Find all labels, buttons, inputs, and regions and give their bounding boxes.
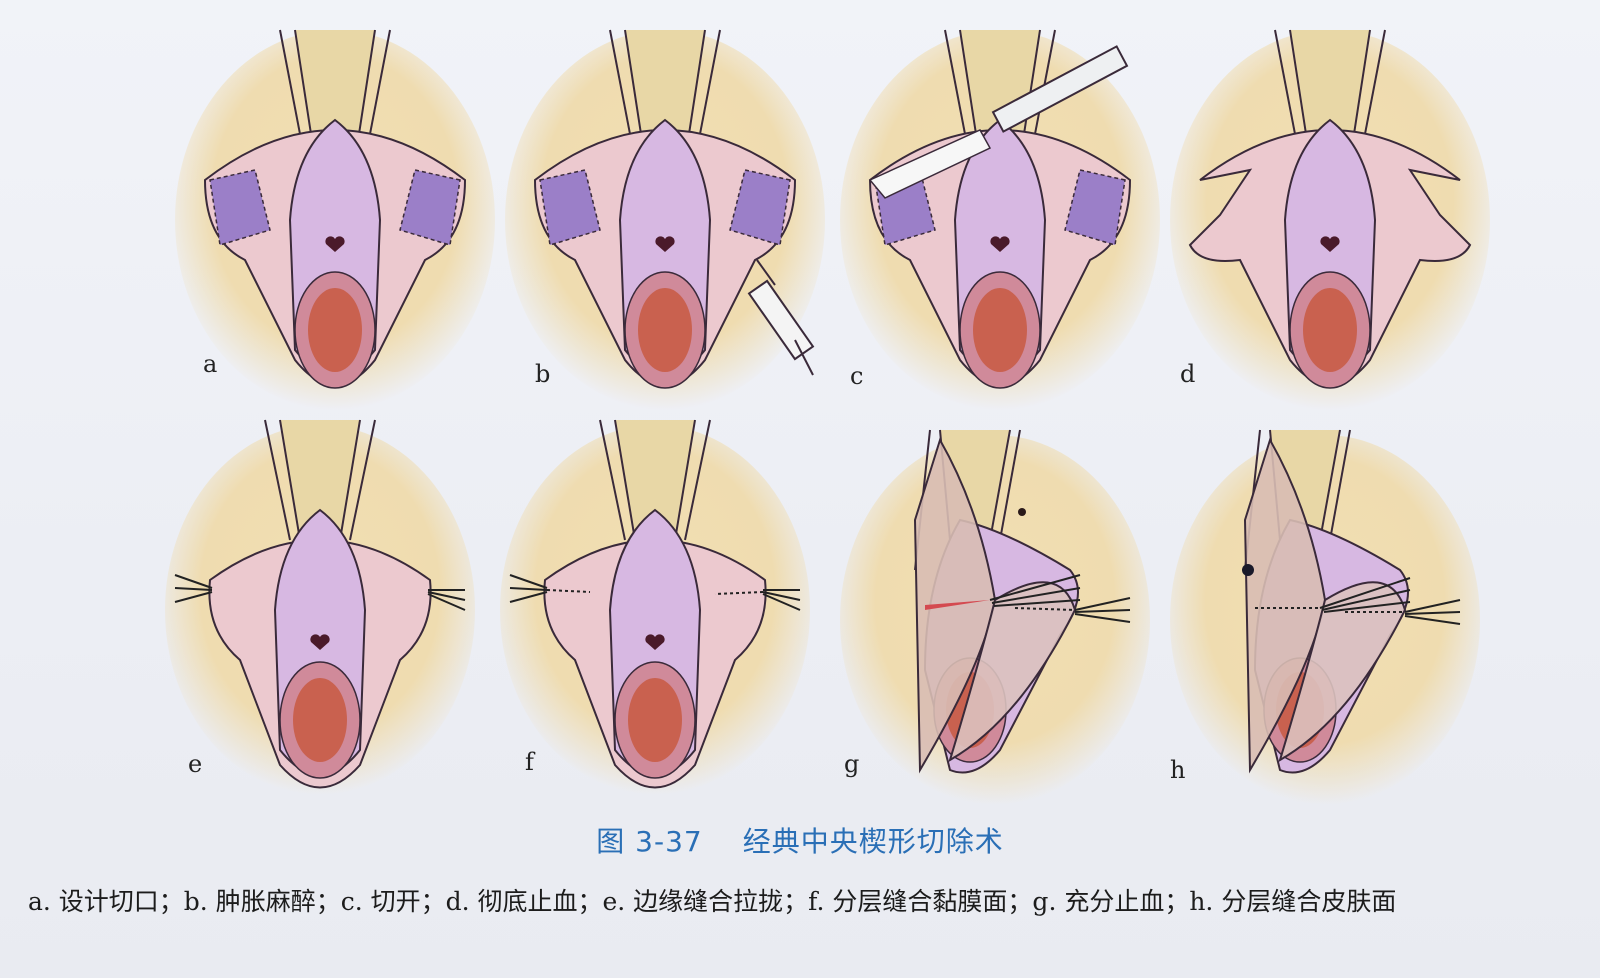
vulva-diagram-c: [840, 29, 1160, 410]
panel-h: h: [1160, 420, 1500, 820]
vulva-diagram-b: [505, 29, 825, 410]
figure-title-text: 经典中央楔形切除术: [742, 825, 1004, 858]
panel-a: a: [165, 20, 505, 420]
panel-g: g: [830, 420, 1170, 820]
panel-b: b: [495, 20, 835, 420]
suture-icon: [174, 574, 466, 611]
scalpel-icon: [868, 45, 1129, 199]
panel-d: d: [1160, 20, 1500, 420]
heart-marker-icon: [325, 236, 345, 252]
panel-label-g: g: [844, 750, 860, 778]
panel-label-e: e: [188, 750, 203, 778]
panel-label-d: d: [1180, 360, 1196, 388]
vulva-diagram-a: [175, 29, 495, 410]
panel-label-f: f: [525, 748, 534, 776]
panel-label-a: a: [203, 350, 218, 378]
figure-caption: a. 设计切口；b. 肿胀麻醉；c. 切开；d. 彻底止血；e. 边缘缝合拉拢；…: [28, 887, 1397, 916]
figure-title: 图 3-37 经典中央楔形切除术: [0, 820, 1600, 860]
panel-e: e: [150, 410, 490, 810]
syringe-icon: [747, 259, 815, 376]
figure-number: 图 3-37: [596, 825, 703, 858]
panel-c: c: [830, 20, 1170, 420]
vulva-diagram-f: [500, 419, 810, 795]
panel-label-b: b: [535, 360, 551, 388]
panel-f: f: [485, 410, 825, 810]
vulva-diagram-h: [1170, 429, 1480, 805]
vulva-diagram-d: [1170, 29, 1490, 410]
vulva-diagram-e: [165, 419, 475, 795]
panel-label-c: c: [850, 362, 864, 390]
vulva-diagram-g: [840, 429, 1150, 805]
panel-label-h: h: [1170, 756, 1186, 784]
